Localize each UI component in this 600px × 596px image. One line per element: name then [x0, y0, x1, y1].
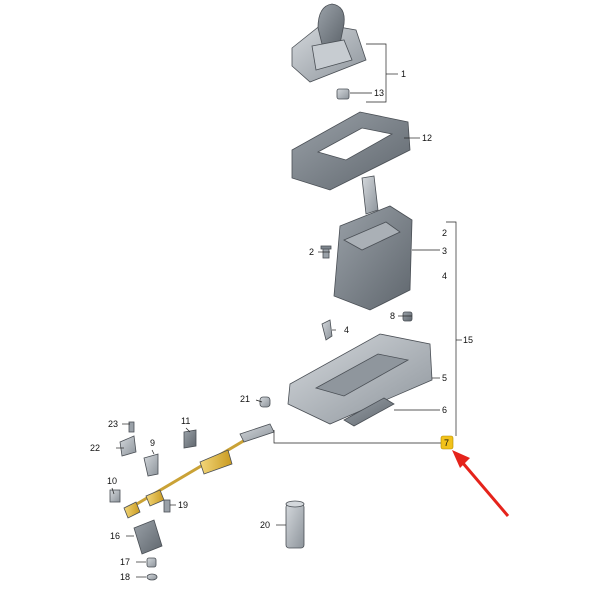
part-label-15: 15: [463, 335, 473, 345]
bracket-clip: [321, 319, 333, 341]
bearing-bracket-16: [133, 519, 163, 555]
part-label-18: 18: [120, 572, 130, 582]
part-label-4-a: 4: [442, 271, 447, 281]
selector-mechanism: [333, 175, 413, 311]
part-label-22: 22: [90, 443, 100, 453]
part-label-11: 11: [181, 416, 190, 426]
highlight-badge-7: 7: [440, 435, 454, 450]
part-label-6: 6: [442, 405, 447, 415]
part-label-17: 17: [120, 557, 130, 567]
seal-pad: [343, 397, 395, 427]
screw-part-19: [163, 499, 171, 513]
bracket-part-9: [143, 453, 159, 477]
part-label-2-b: 2: [309, 247, 314, 257]
bracket-part-11: [183, 429, 197, 449]
gear-shift-cable: [123, 423, 275, 519]
leader-lines: [111, 43, 462, 578]
screw-part-2: [320, 245, 332, 259]
clip-part-21: [259, 396, 271, 408]
washer-part-18: [146, 573, 158, 581]
part-label-5: 5: [442, 373, 447, 383]
bush-part-17: [146, 557, 157, 568]
clip-part-10: [109, 489, 121, 503]
part-label-8: 8: [390, 311, 395, 321]
part-label-1: 1: [401, 69, 406, 79]
part-label-23: 23: [108, 419, 118, 429]
part-label-2-a: 2: [442, 228, 447, 238]
part-label-21: 21: [240, 394, 250, 404]
part-label-9: 9: [150, 438, 155, 448]
part-label-16: 16: [110, 531, 120, 541]
pointer-arrow-icon: [452, 450, 510, 517]
part-label-10: 10: [107, 476, 117, 486]
nut-part: [402, 311, 413, 322]
grease-tube: [285, 500, 305, 549]
selector-housing: [287, 333, 433, 425]
clip-part: [336, 88, 350, 100]
part-label-13: 13: [374, 88, 384, 98]
trim-frame: [291, 111, 411, 191]
part-label-19: 19: [178, 500, 188, 510]
part-label-20: 20: [260, 520, 270, 530]
screw-part-23: [128, 421, 135, 433]
gear-knob-boot: [291, 3, 367, 83]
part-label-3: 3: [442, 246, 447, 256]
part-label-4-b: 4: [344, 325, 349, 335]
part-label-7: 7: [444, 438, 449, 448]
bracket-part-22: [119, 435, 137, 457]
part-label-12: 12: [422, 133, 432, 143]
